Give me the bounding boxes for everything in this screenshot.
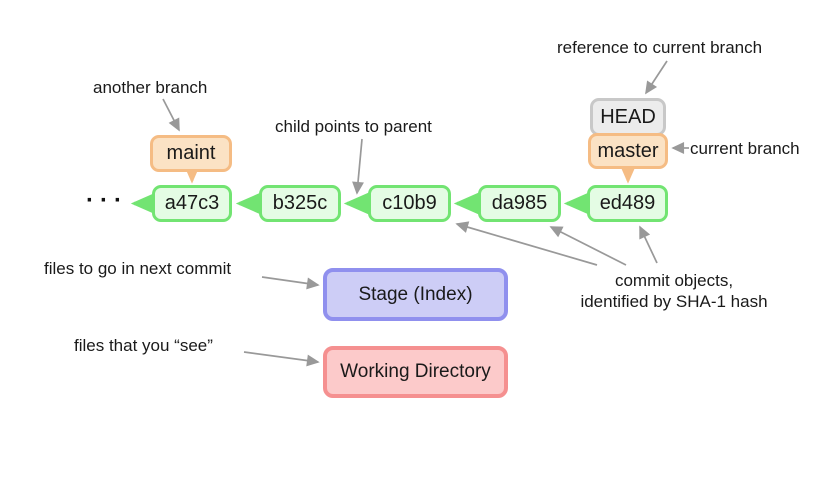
arrow-note-to-c10b9 xyxy=(455,221,598,266)
annotation-files-you-see: files that you “see” xyxy=(74,336,213,355)
commit-box-da985: da985 xyxy=(478,185,561,222)
annotation-current-branch: current branch xyxy=(690,139,800,158)
branch-name: master xyxy=(597,139,659,162)
branch-box-master: master xyxy=(588,133,668,169)
annotation-commit-objects: commit objects, identified by SHA-1 hash xyxy=(564,270,784,312)
arrow-reference-to-head xyxy=(645,60,668,95)
annotation-commit-objects-line2: identified by SHA-1 hash xyxy=(580,292,768,311)
commit-id: c10b9 xyxy=(382,192,437,214)
annotation-commit-objects-line1: commit objects, xyxy=(614,271,734,290)
arrow-note-to-ed489 xyxy=(639,225,658,264)
branch-name: maint xyxy=(166,142,216,164)
commit-id: b325c xyxy=(272,192,328,214)
arrow-another-branch-to-maint xyxy=(162,98,180,132)
arrow-note-to-da985 xyxy=(549,226,627,266)
commit-box-ed489: ed489 xyxy=(587,185,668,222)
annotation-files-next-commit: files to go in next commit xyxy=(44,259,232,278)
annotation-reference-to-current-branch: reference to current branch xyxy=(557,38,763,57)
head-label: HEAD xyxy=(600,105,656,128)
commit-box-b325c: b325c xyxy=(259,185,341,222)
arrow-files-see-to-working xyxy=(243,351,320,367)
stage-index-box: Stage (Index) xyxy=(323,268,508,321)
branch-box-maint: maint xyxy=(150,135,232,172)
working-directory-box: Working Directory xyxy=(323,346,508,398)
arrow-child-points-to-parent xyxy=(352,138,364,195)
commit-id: ed489 xyxy=(599,192,656,214)
commit-id: da985 xyxy=(491,192,548,214)
working-directory-label: Working Directory xyxy=(340,361,491,382)
commit-box-c10b9: c10b9 xyxy=(368,185,451,222)
annotation-another-branch: another branch xyxy=(93,78,208,97)
annotation-child-points-to-parent: child points to parent xyxy=(275,117,432,136)
commit-box-a47c3: a47c3 xyxy=(152,185,232,222)
stage-label: Stage (Index) xyxy=(358,283,473,305)
history-ellipsis: ··· xyxy=(86,187,128,214)
arrow-files-next-to-stage xyxy=(261,276,320,290)
commit-id: a47c3 xyxy=(164,192,220,214)
head-box: HEAD xyxy=(590,98,666,136)
